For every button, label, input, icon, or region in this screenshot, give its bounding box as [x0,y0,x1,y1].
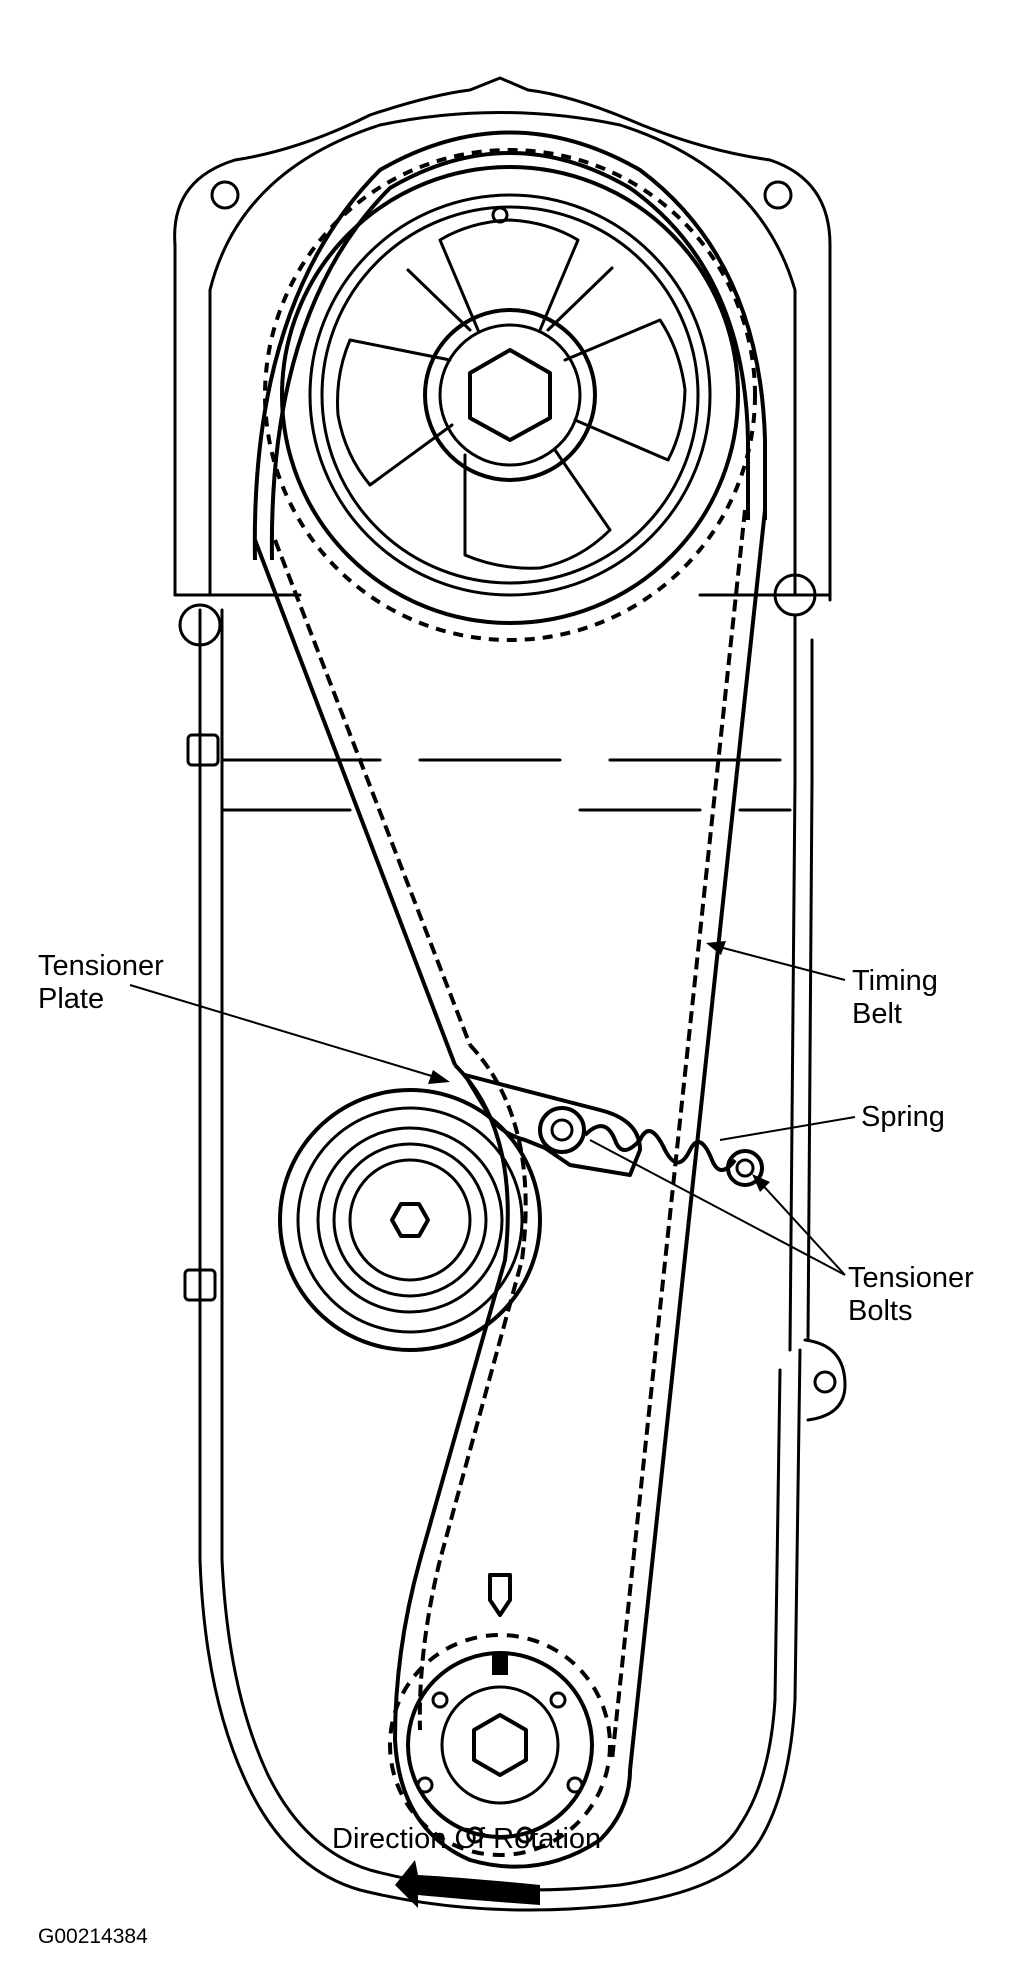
crank-timing-mark [488,1573,512,1617]
cover-hole-lower-right [813,1370,837,1394]
cover-hole-right [763,180,793,210]
tensioner-plate-bolt-inner [550,1118,574,1142]
label-tensioner-bolts-line1: Tensioner [848,1262,974,1294]
cover-ear-right [803,1338,847,1422]
lower-cover-right-inner [806,638,814,1342]
lower-cover-left [198,608,802,1912]
tensioner-pulley-ring-3 [332,1142,488,1298]
top-cover-inner [208,111,797,597]
cover-hole-left [210,180,240,210]
crank-hole-6 [516,1826,534,1844]
cover-outline [173,76,847,1912]
belt-top-outer [252,130,767,561]
leader-timing-belt-head [706,941,726,955]
cam-timing-mark [491,206,509,224]
leader-tensioner-plate-head [428,1070,450,1084]
cam-sprocket-inner-rim [308,193,712,597]
crank-hole-5 [466,1826,484,1844]
belt-lower-left-outer [393,1063,632,1869]
belt-lower-left-inner [417,1043,528,1731]
cam-hub-mid [438,323,582,467]
cam-sprocket-teeth-outer [263,148,757,642]
crank-key [492,1655,508,1675]
leader-lines [129,941,856,1276]
crank-sprocket-teeth [388,1633,612,1857]
leader-timing-belt [711,944,846,981]
tensioner-pulley-ring-4 [348,1158,472,1282]
leader-bolts-1 [589,1139,846,1276]
top-cover [173,76,832,602]
label-spring: Spring [861,1101,945,1134]
label-tensioner-bolts-line2: Bolts [848,1295,913,1327]
crank-hole-2 [549,1691,567,1709]
spring-anchor-bolt-inner [735,1158,755,1178]
label-direction-of-rotation: Direction Of Rotation [332,1823,601,1856]
lower-cover-left-inner [220,608,782,1892]
crank-sprocket-body [406,1651,594,1839]
belt-right-inner [610,509,747,1761]
crank-hole-4 [566,1776,584,1794]
tensioner-assembly [463,1073,764,1187]
rotation-arrow [395,1860,540,1908]
figure-code-text: G00214384 [38,1925,148,1948]
label-timing-belt-line1: Timing [852,965,938,997]
tensioner-pulley-ring-2 [316,1126,504,1314]
figure-code: G00214384 [38,1925,148,1949]
label-tensioner-plate-line1: Tensioner [38,950,164,982]
belt-left-inner [273,539,472,1046]
camshaft-sprocket [263,148,757,642]
lower-cover-right [788,613,797,1352]
label-spring-text: Spring [861,1101,945,1133]
tensioner-plate [463,1073,642,1177]
crank-sprocket-hub [440,1685,560,1805]
cam-sprocket-spokes [336,218,687,570]
leader-bolts-head [752,1174,770,1192]
belt-top-inner [269,151,750,561]
tensioner-spring [583,1124,737,1172]
tensioner-pulley-outer [278,1088,542,1352]
leader-spring [719,1116,856,1141]
tensioner-pulley-bolt [390,1202,430,1238]
cam-hub-outer [423,308,597,482]
label-tensioner-bolts: Tensioner Bolts [848,1262,974,1328]
tensioner-pulley [278,1088,542,1352]
crank-hole-1 [431,1691,449,1709]
cam-bolt-hex [468,348,552,442]
crank-bolt-hex [472,1713,528,1777]
clip-left-lower [183,1268,217,1302]
label-direction-text: Direction Of Rotation [332,1823,602,1855]
crankshaft-sprocket [388,1573,612,1857]
cam-sprocket-rim [280,165,740,625]
crank-hole-3 [416,1776,434,1794]
label-timing-belt: Timing Belt [852,965,938,1031]
tensioner-plate-bolt [538,1106,586,1154]
tensioner-pulley-ring-1 [296,1106,524,1334]
label-timing-belt-line2: Belt [852,998,902,1030]
belt-left-outer [253,539,457,1066]
timing-belt [252,130,767,1869]
label-tensioner-plate-line2: Plate [38,983,105,1015]
label-tensioner-plate: Tensioner Plate [38,950,164,1016]
spring-anchor-bolt [726,1149,764,1187]
cam-sprocket-web [320,205,700,585]
cover-boss-left-top [178,603,222,647]
leader-bolts-2 [757,1179,846,1276]
leader-tensioner-plate [129,984,446,1081]
clip-left-upper [186,733,220,767]
